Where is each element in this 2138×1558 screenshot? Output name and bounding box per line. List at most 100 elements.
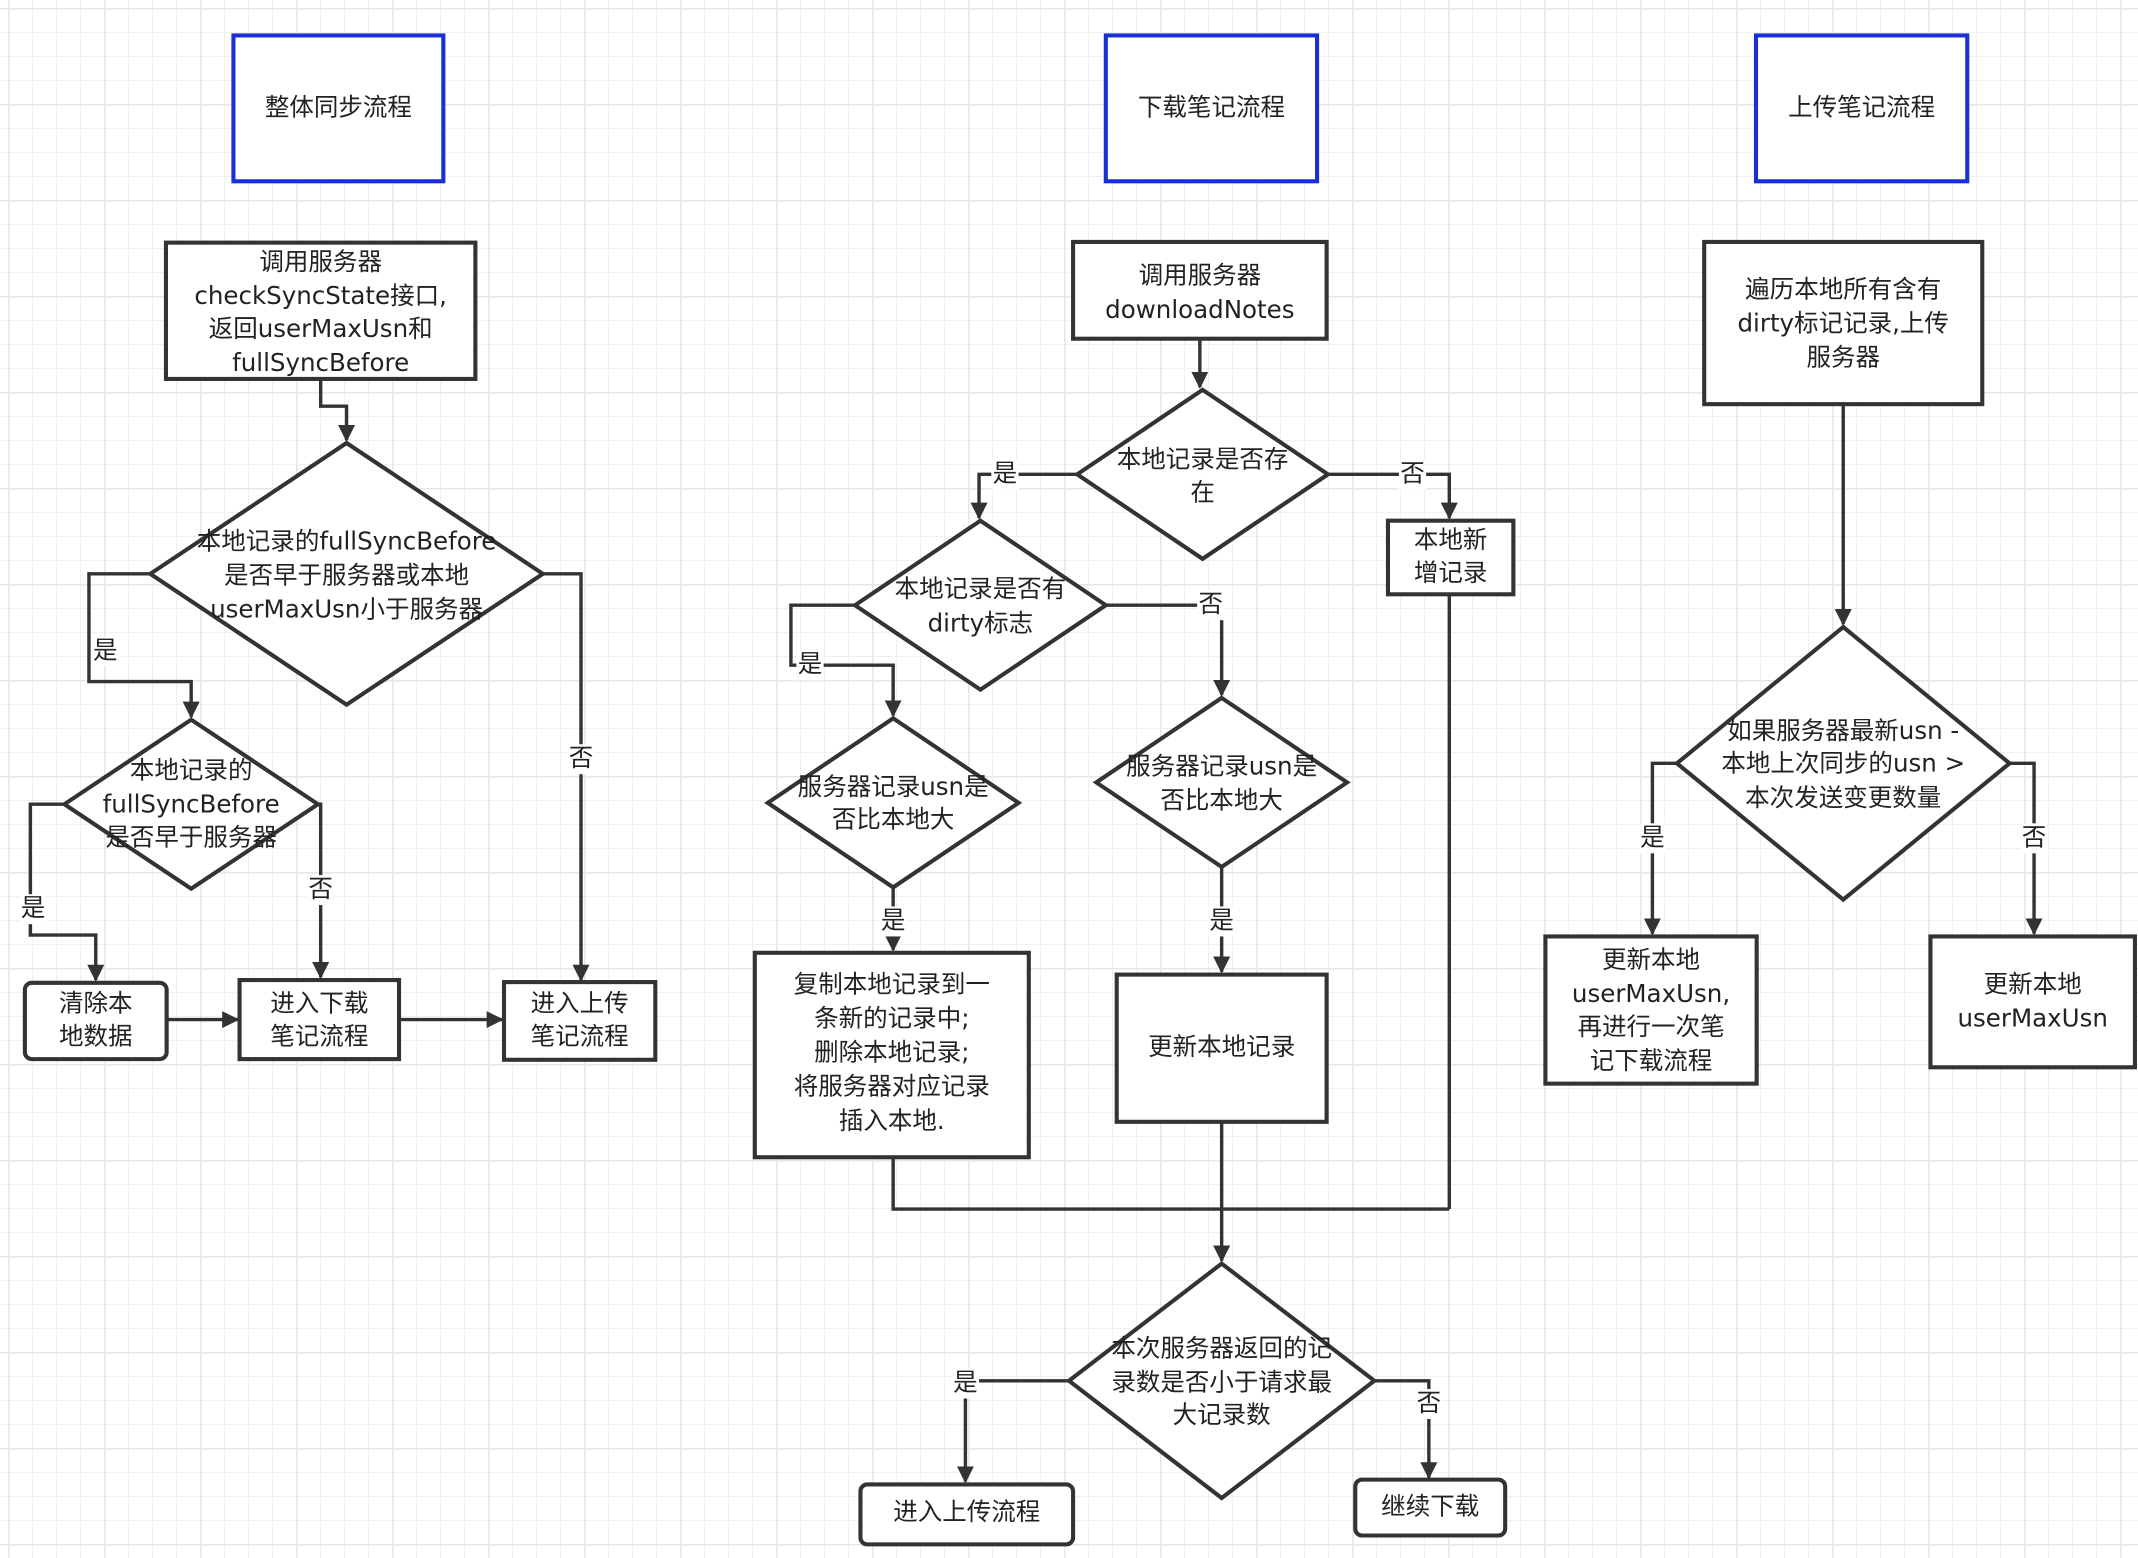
node-text-line: 地数据: [59, 1021, 133, 1050]
node-text-line: 遍历本地所有含有: [1745, 274, 1941, 303]
edge-label-text: 是: [1640, 822, 1665, 851]
node-text-line: 本次发送变更数量: [1745, 783, 1941, 812]
node-text-line: dirty标记记录,上传: [1737, 308, 1948, 337]
title-text: 整体同步流程: [265, 92, 412, 121]
connector-e-exists-no: [1327, 472, 1458, 520]
connector-e-copy-merge: [891, 1157, 1450, 1211]
node-text-line: 录数是否小于请求最: [1111, 1368, 1332, 1397]
node-text-line: 在: [1190, 477, 1215, 506]
edge-label-text: 否: [1417, 1388, 1442, 1417]
node-text-line: 再进行一次笔: [1577, 1012, 1724, 1041]
connector-e-diff-yes: [1643, 761, 1677, 936]
node-text-line: 否比本地大: [832, 805, 955, 834]
decision-d-usn-diff[interactable]: 如果服务器最新usn - 本地上次同步的usn > 本次发送变更数量: [1673, 624, 2013, 903]
edge-label-yes: 是: [796, 649, 824, 681]
node-text-line: 本地记录的fullSyncBefore: [197, 527, 497, 556]
node-text-line: 条新的记录中;: [814, 1004, 969, 1033]
process-update-local[interactable]: 更新本地记录: [1114, 972, 1329, 1124]
process-call-download[interactable]: 调用服务器 downloadNotes: [1071, 239, 1329, 341]
connector-e-exists-yes: [970, 472, 1078, 520]
node-text-line: checkSyncState接口,: [194, 281, 447, 310]
edge-label-yes: 是: [1208, 905, 1236, 937]
edge-label-text: 否: [2022, 822, 2047, 851]
edge-label-text: 是: [993, 458, 1018, 487]
process-goto-upload[interactable]: 进入上传流程: [858, 1482, 1076, 1547]
node-text-line: 如果服务器最新usn -: [1727, 716, 1959, 745]
node-text-line: 笔记流程: [270, 1021, 368, 1050]
title-box-overall[interactable]: 整体同步流程: [231, 33, 446, 184]
connector-e-d2-yes: [28, 802, 105, 982]
connector-e-dirty-yes: [789, 603, 902, 718]
node-text-line: 本地记录是否有: [895, 574, 1067, 603]
node-text-line: 将服务器对应记录: [794, 1072, 990, 1101]
edge-label-text: 是: [1209, 905, 1234, 934]
edge-label-yes: 是: [991, 458, 1019, 490]
connector-e-diff-no: [2009, 761, 2043, 936]
edge-label-yes: 是: [879, 905, 907, 937]
connector-e-d1-yes: [87, 572, 200, 719]
node-text-line: 调用服务器: [259, 247, 382, 276]
edge-label-text: 是: [881, 905, 906, 934]
node-text-line: downloadNotes: [1105, 295, 1294, 324]
node-text-line: userMaxUsn,: [1572, 979, 1730, 1008]
node-text-line: 服务器记录usn是: [798, 772, 989, 801]
edge-label-text: 否: [1199, 589, 1224, 618]
process-call-check[interactable]: 调用服务器 checkSyncState接口, 返回userMaxUsn和 fullS…: [163, 240, 478, 381]
node-text-line: 更新本地: [1984, 970, 2082, 999]
node-text-line: fullSyncBefore: [232, 348, 409, 377]
node-text-line: 返回userMaxUsn和: [209, 314, 433, 343]
title-box-download[interactable]: 下载笔记流程: [1103, 33, 1320, 184]
edge-label-text: 是: [798, 649, 823, 678]
connector-e-count-no: [1374, 1379, 1438, 1480]
node-text-line: 更新本地: [1602, 945, 1700, 974]
node-text-line: 本地上次同步的usn >: [1721, 749, 1965, 778]
edge-label-yes: 是: [951, 1368, 980, 1399]
node-text-line: userMaxUsn: [1957, 1004, 2107, 1033]
edge-label-no: 否: [1415, 1388, 1443, 1419]
node-text-line: 是否早于服务器或本地: [224, 561, 469, 590]
edge-label-text: 是: [21, 893, 46, 922]
node-text-line: 调用服务器: [1139, 261, 1262, 290]
title-box-upload[interactable]: 上传笔记流程: [1753, 33, 1970, 184]
node-text-line: 本地记录是否存: [1117, 445, 1289, 474]
edge-label-no: 否: [2020, 822, 2048, 854]
node-text-line: 记下载流程: [1590, 1046, 1713, 1075]
edge-label-text: 是: [953, 1368, 978, 1397]
title-text: 下载笔记流程: [1138, 92, 1285, 121]
node-text-line: userMaxUsn小于服务器: [210, 595, 483, 624]
node-text-line: 进入下载: [270, 989, 368, 1018]
node-text-line: 复制本地记录到一: [794, 970, 990, 999]
edge-label-text: 是: [93, 636, 118, 665]
decision-d-full-or-usn[interactable]: 本地记录的fullSyncBefore 是否早于服务器或本地 userMaxUsn小…: [146, 440, 547, 708]
node-text-line: 本地记录的: [130, 756, 253, 785]
edge-label-text: 否: [308, 874, 333, 903]
node-text-line: 删除本地记录;: [814, 1038, 969, 1067]
decision-d-dirty[interactable]: 本地记录是否有 dirty标志: [851, 518, 1110, 693]
edge-label-no: 否: [567, 743, 595, 775]
edge-label-yes: 是: [91, 636, 119, 667]
node-text-line: 服务器记录usn是: [1126, 751, 1317, 780]
process-continue-download[interactable]: 继续下载: [1353, 1477, 1508, 1538]
node-text-line: fullSyncBefore: [103, 790, 280, 819]
node-text-line: 大记录数: [1173, 1400, 1271, 1429]
edge-label-no: 否: [1398, 458, 1427, 490]
edge-label-text: 否: [1400, 458, 1425, 487]
connector-e-call-d1: [318, 378, 356, 442]
node-text-line: dirty标志: [928, 608, 1034, 637]
process-update-max[interactable]: 更新本地 userMaxUsn: [1928, 934, 2137, 1070]
connector-e-count-yes: [956, 1379, 1069, 1484]
node-text-line: 增记录: [1414, 558, 1488, 587]
